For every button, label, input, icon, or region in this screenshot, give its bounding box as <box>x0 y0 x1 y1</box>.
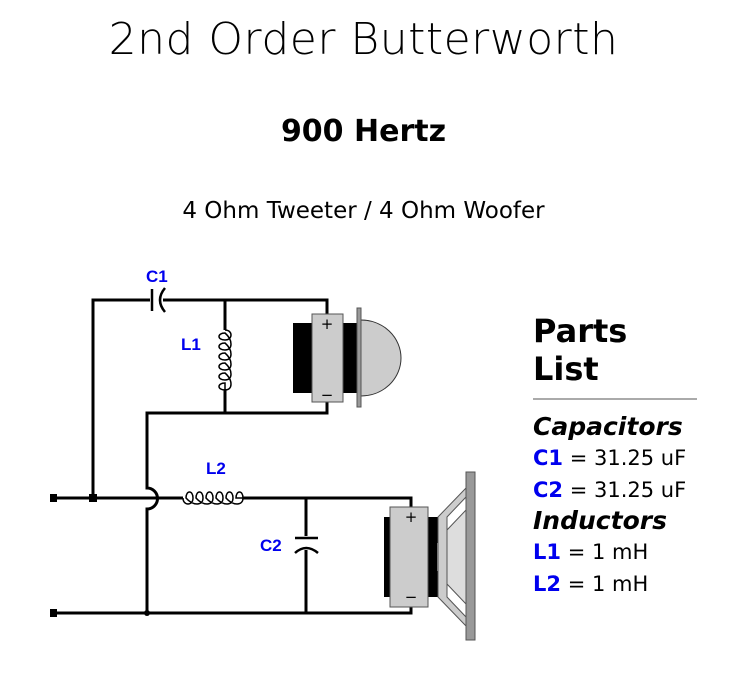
minus-sign: − <box>321 386 334 404</box>
part-row: L1 = 1 mH <box>533 540 649 564</box>
inductor-l2 <box>182 491 244 505</box>
parts-list: Parts List Capacitors C1 = 31.25 uF C2 =… <box>533 312 697 600</box>
part-row: L2 = 1 mH <box>533 572 649 596</box>
page-title: 2nd Order Butterworth <box>108 14 619 65</box>
label-c1: C1 <box>146 267 168 286</box>
crossover-frequency: 900 Hertz <box>280 114 447 149</box>
junction-dot <box>89 494 97 502</box>
wire-return <box>145 400 329 613</box>
wire-top <box>53 298 329 500</box>
wires <box>53 298 413 615</box>
inductors-heading: Inductors <box>533 506 667 535</box>
inductor-l1 <box>218 329 232 391</box>
input-terminal-plus <box>50 494 57 502</box>
part-row: C2 = 31.25 uF <box>533 478 687 502</box>
woofer-speaker: + − <box>384 471 476 641</box>
wire-bottom <box>53 604 413 615</box>
label-l1: L1 <box>181 335 201 354</box>
speaker-impedance-subtitle: 4 Ohm Tweeter / 4 Ohm Woofer <box>182 198 545 224</box>
label-c2: C2 <box>260 536 282 555</box>
parts-list-heading: Parts List <box>533 312 697 400</box>
tweeter-speaker: + − <box>293 307 402 408</box>
minus-sign: − <box>405 588 418 606</box>
part-row: C1 = 31.25 uF <box>533 446 687 470</box>
input-terminal-minus <box>50 609 57 617</box>
junction-dot <box>144 610 150 616</box>
plus-sign: + <box>321 315 334 333</box>
wire-woofer-plus <box>139 496 413 510</box>
plus-sign: + <box>405 508 418 526</box>
label-l2: L2 <box>206 459 226 478</box>
capacitor-c1 <box>150 287 166 313</box>
capacitors-heading: Capacitors <box>533 412 683 441</box>
capacitor-c2 <box>294 536 319 554</box>
